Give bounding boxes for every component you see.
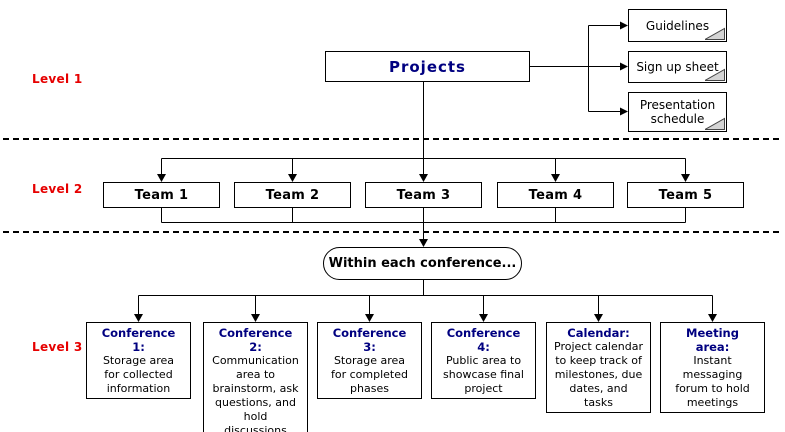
arrowhead-icon	[251, 314, 260, 322]
area-description: Instant messaging forum to hold meetings	[675, 354, 750, 409]
arrowhead-icon	[708, 314, 717, 322]
node-conference-3: Conference 3: Storage area for completed…	[317, 322, 422, 399]
arrowhead-icon	[419, 174, 428, 182]
arrowhead-icon	[419, 239, 428, 247]
level-1-label: Level 1	[32, 72, 83, 86]
arrowhead-icon	[681, 174, 690, 182]
arrowhead-icon	[620, 21, 628, 30]
node-document-presentation-schedule: Presentation schedule	[628, 92, 727, 132]
document-label: Sign up sheet	[636, 60, 719, 74]
area-description: Communication area to brainstorm, ask qu…	[212, 354, 299, 432]
arrowhead-icon	[365, 314, 374, 322]
node-conference-1: Conference 1: Storage area for collected…	[86, 322, 191, 399]
node-document-guidelines: Guidelines	[628, 9, 727, 42]
page-fold-icon	[705, 117, 725, 130]
page-fold-icon	[705, 27, 725, 40]
node-team-2: Team 2	[234, 182, 351, 208]
area-description: Project calendar to keep track of milest…	[554, 340, 643, 409]
arrowhead-icon	[157, 174, 166, 182]
team-label: Team 1	[134, 187, 189, 203]
document-label: Guidelines	[645, 18, 710, 33]
node-projects: Projects	[325, 51, 530, 82]
conference-branch-wires	[134, 280, 717, 322]
arrowhead-icon	[288, 174, 297, 182]
team-collector-wires	[161, 208, 686, 247]
area-title: Conference 1:	[101, 326, 176, 354]
arrowhead-icon	[620, 62, 628, 71]
arrowhead-icon	[594, 314, 603, 322]
arrowhead-icon	[551, 174, 560, 182]
team-label: Team 4	[528, 187, 583, 203]
team-label: Team 5	[658, 187, 713, 203]
node-conference-2: Conference 2: Communication area to brai…	[203, 322, 308, 432]
node-meeting-area: Meeting area: Instant messaging forum to…	[660, 322, 765, 413]
conference-note-label: Within each conference...	[328, 256, 517, 271]
node-within-each-conference: Within each conference...	[323, 247, 522, 280]
team-branch-wires	[157, 82, 690, 182]
area-description: Storage area for completed phases	[331, 354, 408, 395]
node-team-1: Team 1	[103, 182, 220, 208]
node-document-sign-up-sheet: Sign up sheet	[628, 51, 727, 83]
node-team-3: Team 3	[365, 182, 482, 208]
node-team-5: Team 5	[627, 182, 744, 208]
node-projects-label: Projects	[388, 57, 466, 76]
node-team-4: Team 4	[497, 182, 614, 208]
arrowhead-icon	[134, 314, 143, 322]
area-title: Conference 3:	[332, 326, 407, 354]
area-title: Calendar:	[567, 326, 630, 340]
arrowhead-icon	[620, 107, 628, 116]
area-description: Storage area for collected information	[102, 354, 175, 395]
area-description: Public area to showcase final project	[443, 354, 524, 395]
page-fold-icon	[705, 68, 725, 81]
level-2-label: Level 2	[32, 182, 83, 196]
level-3-label: Level 3	[32, 340, 83, 354]
area-title: Conference 4:	[446, 326, 521, 354]
node-conference-4: Conference 4: Public area to showcase fi…	[431, 322, 536, 399]
arrowhead-icon	[479, 314, 488, 322]
area-title: Meeting area:	[686, 326, 739, 354]
node-calendar: Calendar: Project calendar to keep track…	[546, 322, 651, 413]
area-title: Conference 2:	[218, 326, 293, 354]
document-label: Presentation schedule	[639, 98, 716, 126]
team-label: Team 2	[265, 187, 320, 203]
document-branch-wires	[530, 21, 628, 116]
team-label: Team 3	[396, 187, 451, 203]
